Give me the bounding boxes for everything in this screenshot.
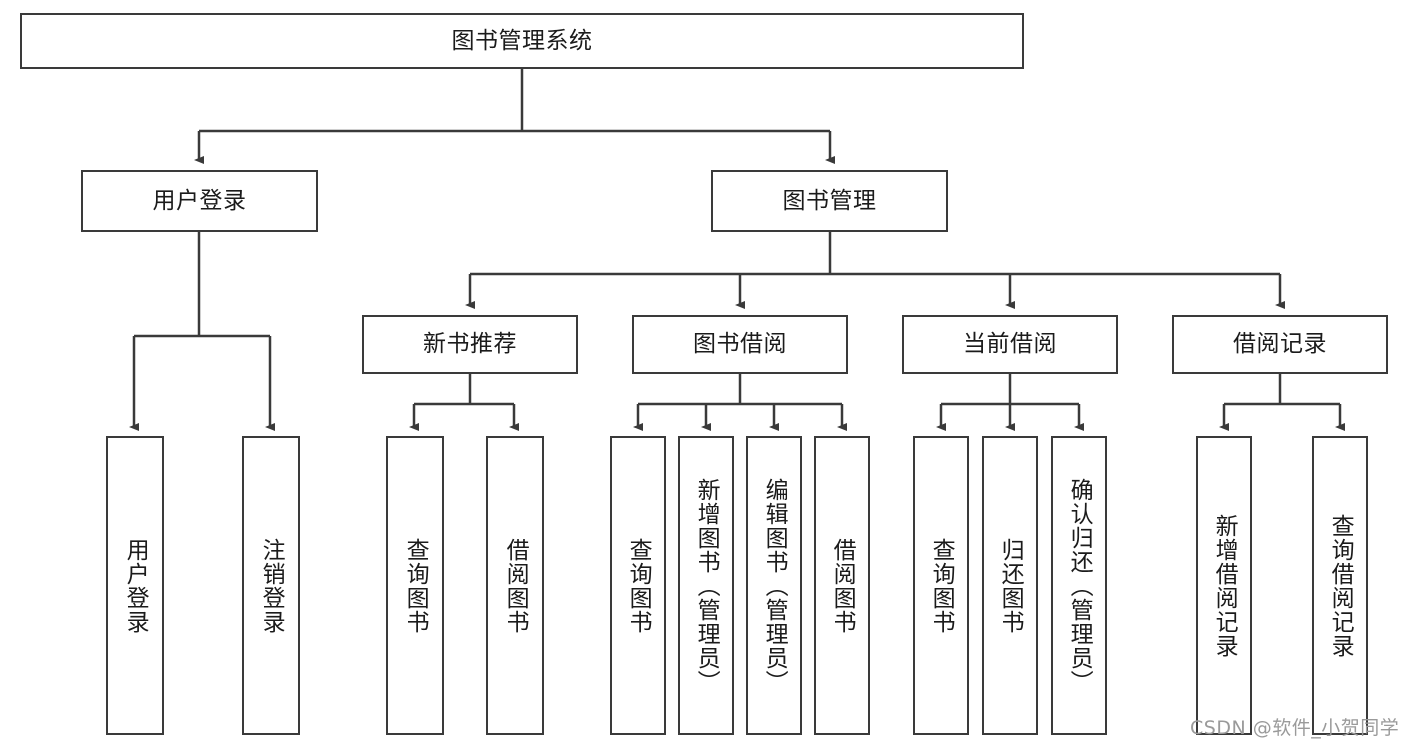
node-user-login[interactable]: 用户登录 bbox=[81, 170, 318, 232]
node-label: 新增图书（管理员） bbox=[693, 477, 720, 694]
leaf-add-borrowing-record[interactable]: 新增借阅记录 bbox=[1196, 436, 1252, 735]
node-label: 查询图书 bbox=[928, 537, 955, 634]
node-label: 查询借阅记录 bbox=[1327, 513, 1354, 658]
leaf-borrow-book-newbook[interactable]: 借阅图书 bbox=[486, 436, 544, 735]
node-label: 图书管理系统 bbox=[451, 27, 593, 54]
node-label: 图书管理 bbox=[782, 187, 877, 214]
node-label: 查询图书 bbox=[402, 537, 429, 634]
node-label: 用户登录 bbox=[122, 537, 149, 634]
node-label: 借阅记录 bbox=[1233, 331, 1327, 358]
node-current-borrowing[interactable]: 当前借阅 bbox=[902, 315, 1118, 374]
node-label: 新书推荐 bbox=[423, 331, 517, 358]
leaf-query-book-newbook[interactable]: 查询图书 bbox=[386, 436, 444, 735]
leaf-logout[interactable]: 注销登录 bbox=[242, 436, 300, 735]
node-label: 借阅图书 bbox=[829, 537, 856, 634]
leaf-query-borrowing-record[interactable]: 查询借阅记录 bbox=[1312, 436, 1368, 735]
node-label: 注销登录 bbox=[258, 537, 285, 634]
node-book-borrowing[interactable]: 图书借阅 bbox=[632, 315, 848, 374]
node-label: 确认归还（管理员） bbox=[1066, 477, 1093, 694]
node-book-management[interactable]: 图书管理 bbox=[711, 170, 948, 232]
node-new-book-recommendation[interactable]: 新书推荐 bbox=[362, 315, 578, 374]
node-label: 用户登录 bbox=[152, 187, 247, 214]
leaf-edit-book-admin[interactable]: 编辑图书（管理员） bbox=[746, 436, 802, 735]
node-label: 编辑图书（管理员） bbox=[761, 477, 788, 694]
leaf-confirm-return-admin[interactable]: 确认归还（管理员） bbox=[1051, 436, 1107, 735]
leaf-query-book-borrowing[interactable]: 查询图书 bbox=[610, 436, 666, 735]
leaf-user-login[interactable]: 用户登录 bbox=[106, 436, 164, 735]
node-borrowing-record[interactable]: 借阅记录 bbox=[1172, 315, 1388, 374]
leaf-return-book[interactable]: 归还图书 bbox=[982, 436, 1038, 735]
node-label: 借阅图书 bbox=[502, 537, 529, 634]
leaf-add-book-admin[interactable]: 新增图书（管理员） bbox=[678, 436, 734, 735]
leaf-query-book-current[interactable]: 查询图书 bbox=[913, 436, 969, 735]
node-label: 当前借阅 bbox=[963, 331, 1057, 358]
node-label: 归还图书 bbox=[997, 537, 1024, 634]
node-label: 查询图书 bbox=[625, 537, 652, 634]
node-label: 新增借阅记录 bbox=[1211, 513, 1238, 658]
leaf-borrow-book-borrowing[interactable]: 借阅图书 bbox=[814, 436, 870, 735]
node-book-management-system[interactable]: 图书管理系统 bbox=[20, 13, 1024, 69]
node-label: 图书借阅 bbox=[693, 331, 787, 358]
